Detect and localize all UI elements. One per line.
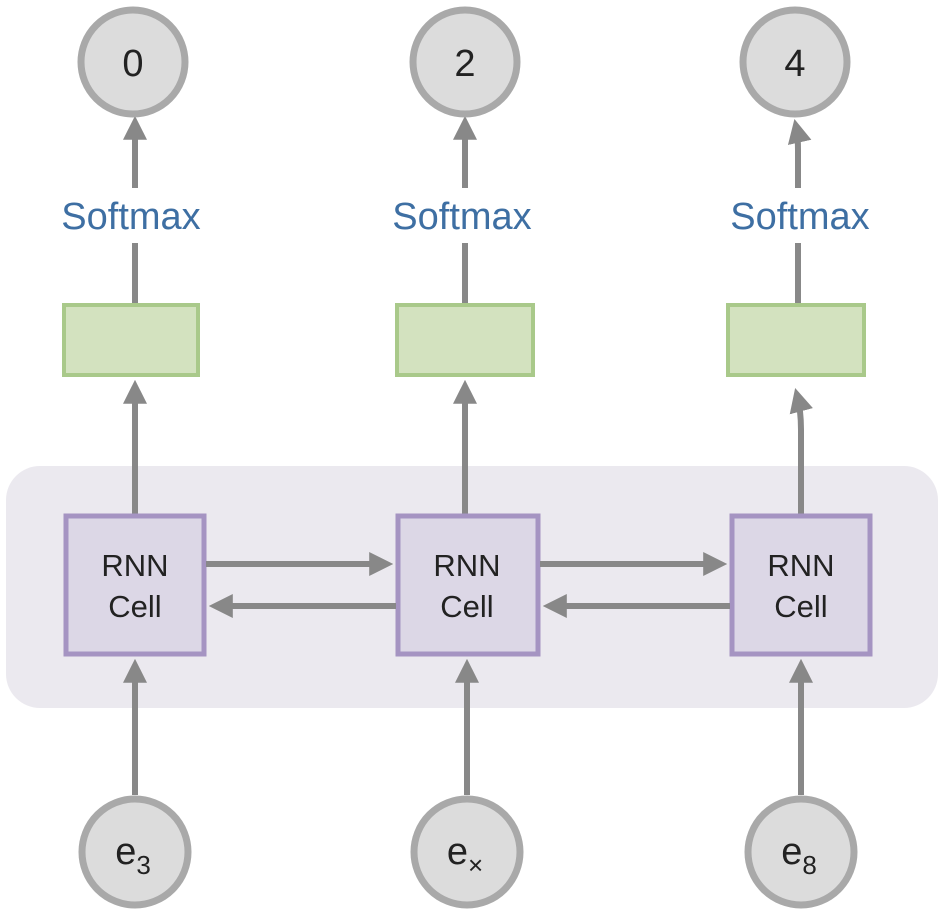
input-label: e8	[781, 831, 817, 880]
dense-layer-box	[62, 303, 200, 377]
input-label: e×	[447, 831, 483, 880]
input-label-base: e	[115, 831, 136, 873]
column-1: 0 Softmax RNN Cell e3	[61, 6, 207, 909]
softmax-label: Softmax	[392, 196, 531, 238]
rnn-cell-label-line1: RNN	[101, 548, 168, 583]
column-2: 2 Softmax RNN Cell e×	[392, 6, 541, 909]
input-label-subscript: 3	[136, 850, 150, 880]
rnn-cell-label-line2: Cell	[440, 589, 493, 624]
input-label-base: e	[447, 831, 468, 873]
rnn-cell-label-line1: RNN	[767, 548, 834, 583]
input-label: e3	[115, 831, 151, 880]
rnn-cell-box	[63, 513, 207, 657]
arrow-softmax-to-output	[787, 118, 812, 188]
recurrent-connections	[206, 552, 730, 618]
rnn-cell-box	[395, 513, 541, 657]
rnn-cell-box	[729, 513, 873, 657]
output-node	[77, 6, 189, 118]
rnn-cell-label-line1: RNN	[433, 548, 500, 583]
dense-layer-box	[726, 303, 866, 377]
output-node	[739, 6, 851, 118]
arrow-cell-to-dense	[789, 388, 813, 516]
softmax-label: Softmax	[61, 196, 200, 238]
output-label: 2	[454, 43, 475, 85]
output-node	[409, 6, 521, 118]
rnn-cell-label-line2: Cell	[108, 589, 161, 624]
output-label: 0	[122, 43, 143, 85]
input-node	[744, 795, 858, 909]
rnn-cell-label-line2: Cell	[774, 589, 827, 624]
input-label-subscript: ×	[468, 850, 483, 880]
input-node	[78, 795, 192, 909]
input-node	[410, 795, 524, 909]
column-3: 4 Softmax RNN Cell e8	[726, 6, 873, 909]
softmax-label: Softmax	[730, 196, 869, 238]
dense-layer-box	[395, 303, 535, 377]
output-label: 4	[784, 43, 805, 85]
input-label-base: e	[781, 831, 802, 873]
input-label-subscript: 8	[802, 850, 816, 880]
